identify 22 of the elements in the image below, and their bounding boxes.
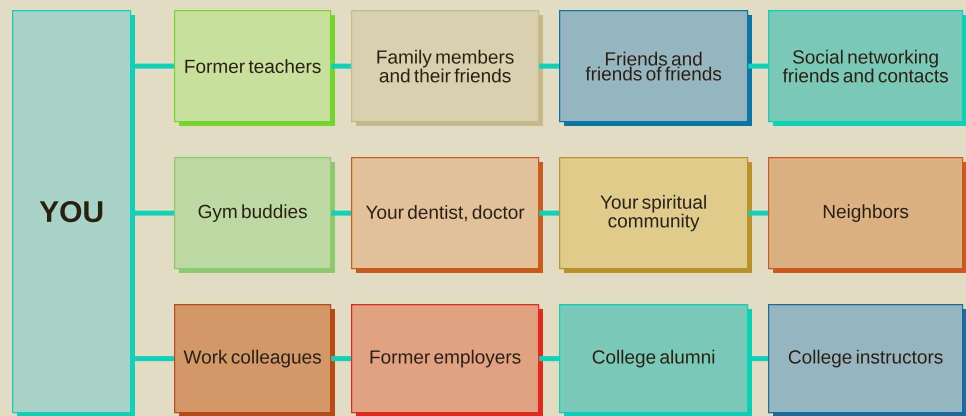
connector-line [539, 64, 559, 69]
contact-box: Social networking friends and contacts [768, 10, 966, 126]
connector-line [748, 356, 768, 362]
connector-line [331, 210, 351, 216]
contact-box: Work colleagues [174, 304, 335, 416]
contact-box: Former teachers [174, 10, 335, 126]
connector-line [331, 64, 351, 69]
contact-box: College alumni [559, 304, 752, 416]
connector-line [748, 210, 768, 216]
contact-box: Friends and friends of friends [559, 10, 752, 126]
connector-line [539, 356, 559, 362]
connector-line [539, 210, 559, 216]
contact-box: Neighbors [768, 157, 966, 273]
connector-line [748, 64, 768, 69]
contact-box: Former employers [351, 304, 543, 416]
contact-box: Gym buddies [174, 157, 335, 273]
contact-box: Your spiritual community [559, 157, 752, 273]
connector-line [331, 356, 351, 362]
contact-box: Your dentist, doctor [351, 157, 543, 273]
person-box: YOU [12, 10, 135, 416]
contact-box: College instructors [768, 304, 966, 416]
contact-box: Family members and their friends [351, 10, 543, 126]
